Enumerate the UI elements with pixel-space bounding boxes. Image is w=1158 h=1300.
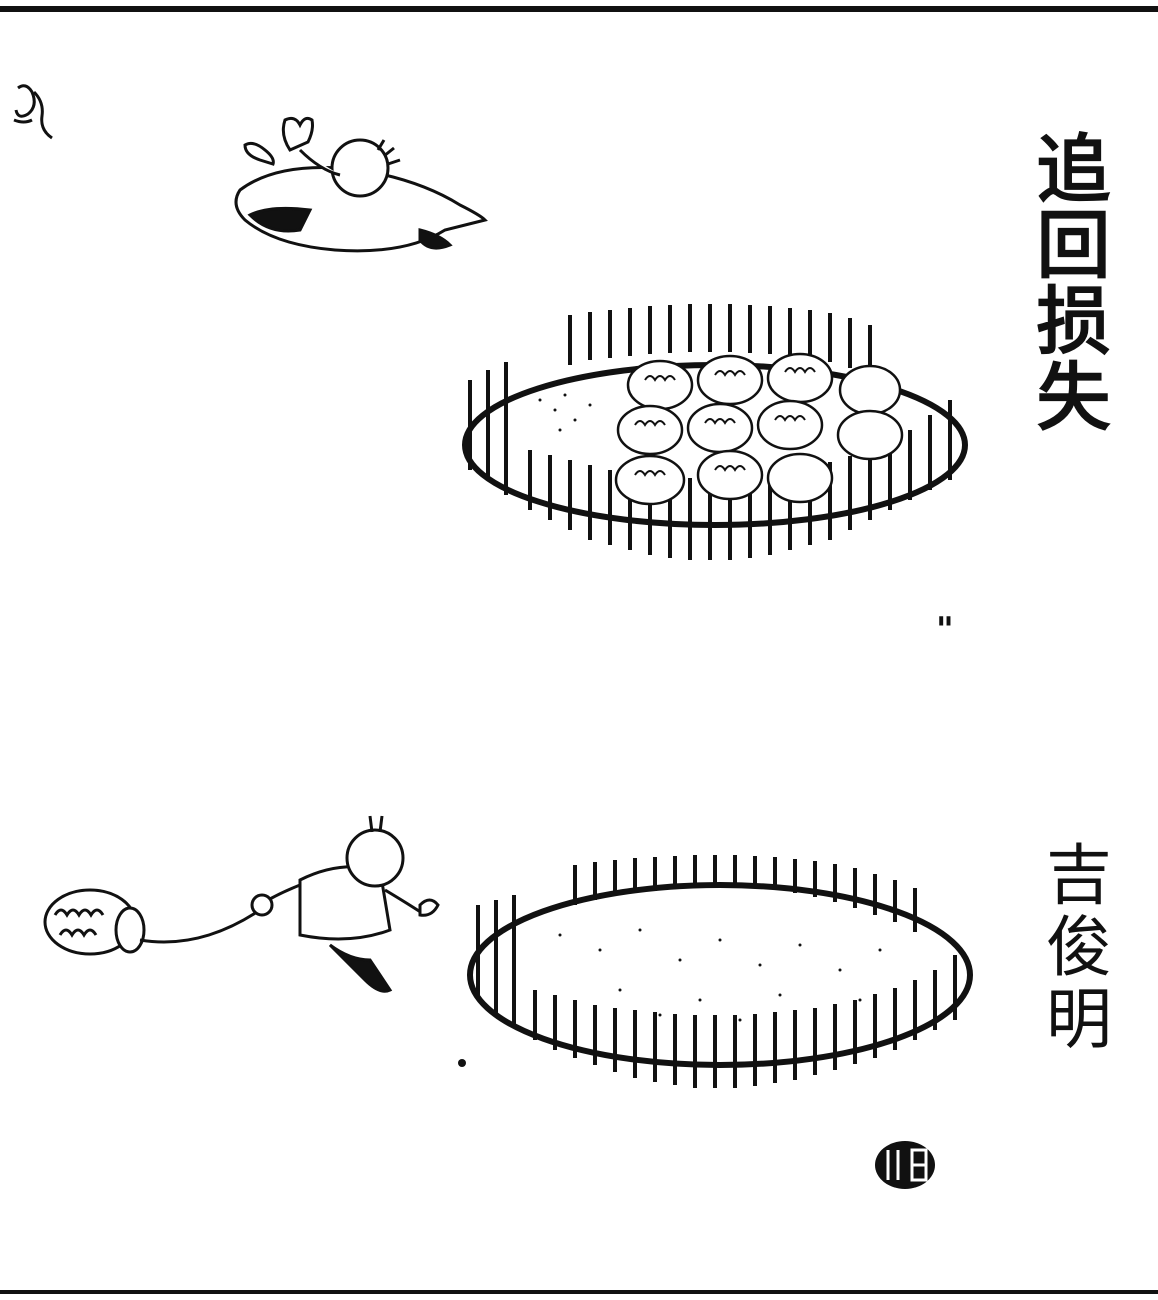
fence-posts-bottom <box>476 855 957 1088</box>
artist-seal <box>875 1141 935 1189</box>
cartoon-title: 追回损失 <box>1024 130 1110 434</box>
top-fence-with-sheep <box>462 304 968 560</box>
flying-person-figure <box>234 116 488 253</box>
sheep-flock <box>614 352 904 506</box>
bottom-border <box>0 1290 1158 1294</box>
corner-mark <box>13 84 53 140</box>
dots-top <box>538 393 592 432</box>
bottom-empty-fence <box>458 855 973 1088</box>
author-name: 吉俊明 <box>1035 840 1112 1056</box>
dots-bottom <box>558 928 882 1022</box>
quote-mark: " <box>936 610 954 650</box>
person-with-sheep-figure <box>43 815 440 993</box>
ink-dot <box>458 1059 466 1067</box>
top-border <box>0 6 1158 12</box>
fence-posts-top <box>468 304 952 560</box>
